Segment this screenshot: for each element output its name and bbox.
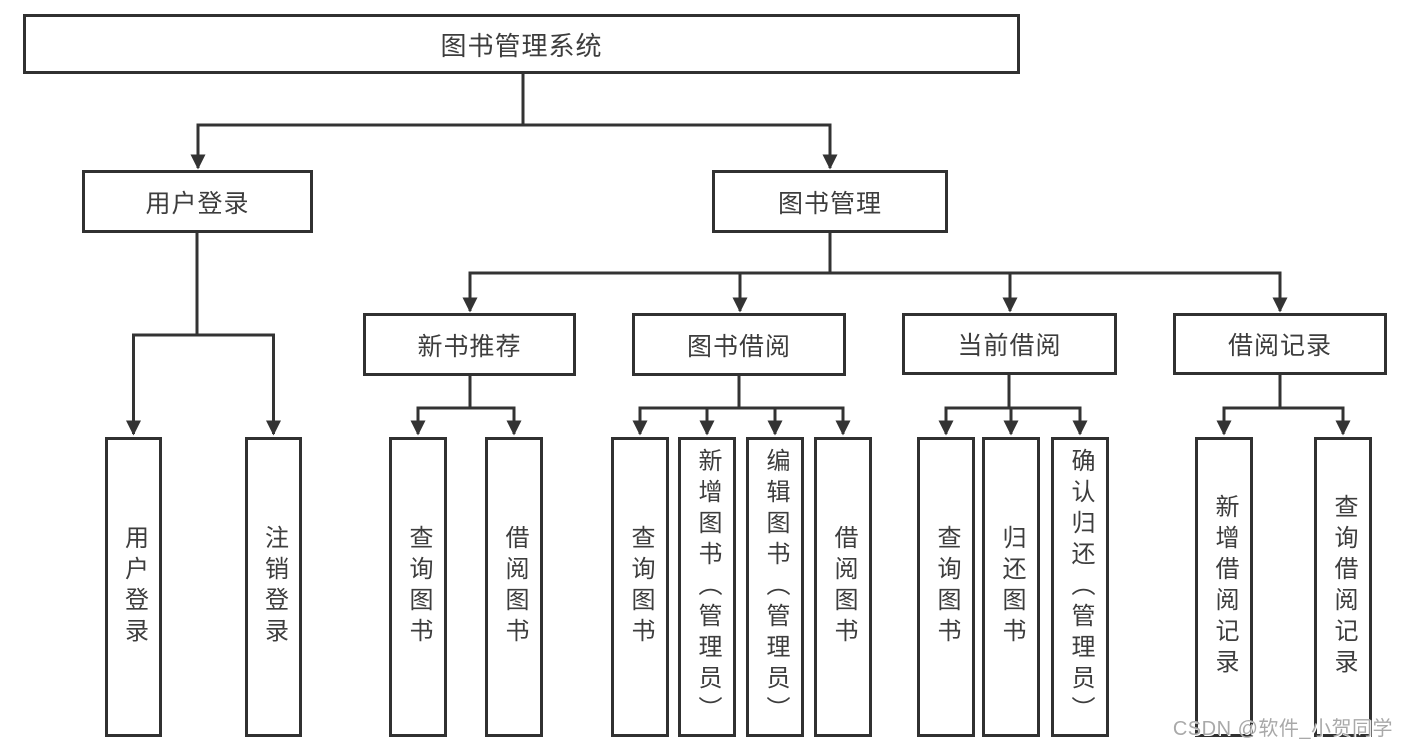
node-root-library-system: 图书管理系统 (23, 14, 1020, 74)
node-book-management: 图书管理 (712, 170, 948, 233)
leaf-user-login: 用户登录 (105, 437, 162, 737)
node-label: 新增借阅记录 (1211, 494, 1238, 680)
connector-records-to-leaves (1216, 375, 1351, 436)
node-borrow-records: 借阅记录 (1173, 313, 1387, 375)
node-user-login: 用户登录 (82, 170, 313, 233)
node-label: 确认归还（管理员） (1067, 447, 1094, 727)
node-label: 图书管理系统 (440, 30, 603, 61)
connector-currentborrow-to-leaves (938, 375, 1088, 436)
leaf-current-confirm-admin: 确认归还（管理员） (1051, 437, 1109, 737)
node-label: 图书借阅 (686, 332, 791, 361)
node-label: 当前借阅 (957, 332, 1062, 360)
leaf-borrow-edit-admin: 编辑图书（管理员） (746, 437, 804, 737)
node-label: 查询图书 (627, 525, 654, 649)
leaf-records-query: 查询借阅记录 (1314, 437, 1372, 737)
node-label: 用户登录 (120, 525, 148, 649)
node-label: 查询图书 (933, 525, 960, 649)
leaf-borrow-query: 查询图书 (611, 437, 669, 737)
leaf-current-query: 查询图书 (917, 437, 975, 737)
node-label: 归还图书 (998, 525, 1025, 649)
connector-newbooks-to-leaves (410, 376, 522, 436)
node-label: 借阅记录 (1227, 332, 1332, 360)
node-label: 新书推荐 (417, 332, 522, 361)
leaf-current-return: 归还图书 (982, 437, 1040, 737)
node-label: 借阅图书 (830, 525, 857, 649)
node-book-borrow: 图书借阅 (632, 313, 846, 376)
connector-root-to-level2 (190, 74, 838, 170)
connector-userlogin-to-leaves (126, 233, 281, 436)
leaf-logout: 注销登录 (245, 437, 302, 737)
node-label: 查询借阅记录 (1330, 494, 1357, 680)
node-label: 编辑图书（管理员） (762, 447, 789, 727)
node-label: 用户登录 (145, 189, 250, 218)
leaf-records-add: 新增借阅记录 (1195, 437, 1253, 737)
node-label: 新增图书（管理员） (694, 447, 721, 727)
connector-bookmgmt-to-level3 (462, 233, 1288, 313)
node-label: 查询图书 (405, 525, 432, 649)
node-label: 注销登录 (260, 525, 288, 649)
node-label: 借阅图书 (501, 525, 528, 649)
node-new-book-recommend: 新书推荐 (363, 313, 576, 376)
leaf-newbooks-query: 查询图书 (389, 437, 447, 737)
connector-bookborrow-to-leaves (632, 376, 851, 436)
leaf-borrow-borrow: 借阅图书 (814, 437, 872, 737)
node-label: 图书管理 (777, 189, 882, 218)
leaf-newbooks-borrow: 借阅图书 (485, 437, 543, 737)
leaf-borrow-add-admin: 新增图书（管理员） (678, 437, 736, 737)
csdn-watermark: CSDN @软件_小贺同学 (1172, 718, 1393, 740)
node-current-borrow: 当前借阅 (902, 313, 1117, 375)
